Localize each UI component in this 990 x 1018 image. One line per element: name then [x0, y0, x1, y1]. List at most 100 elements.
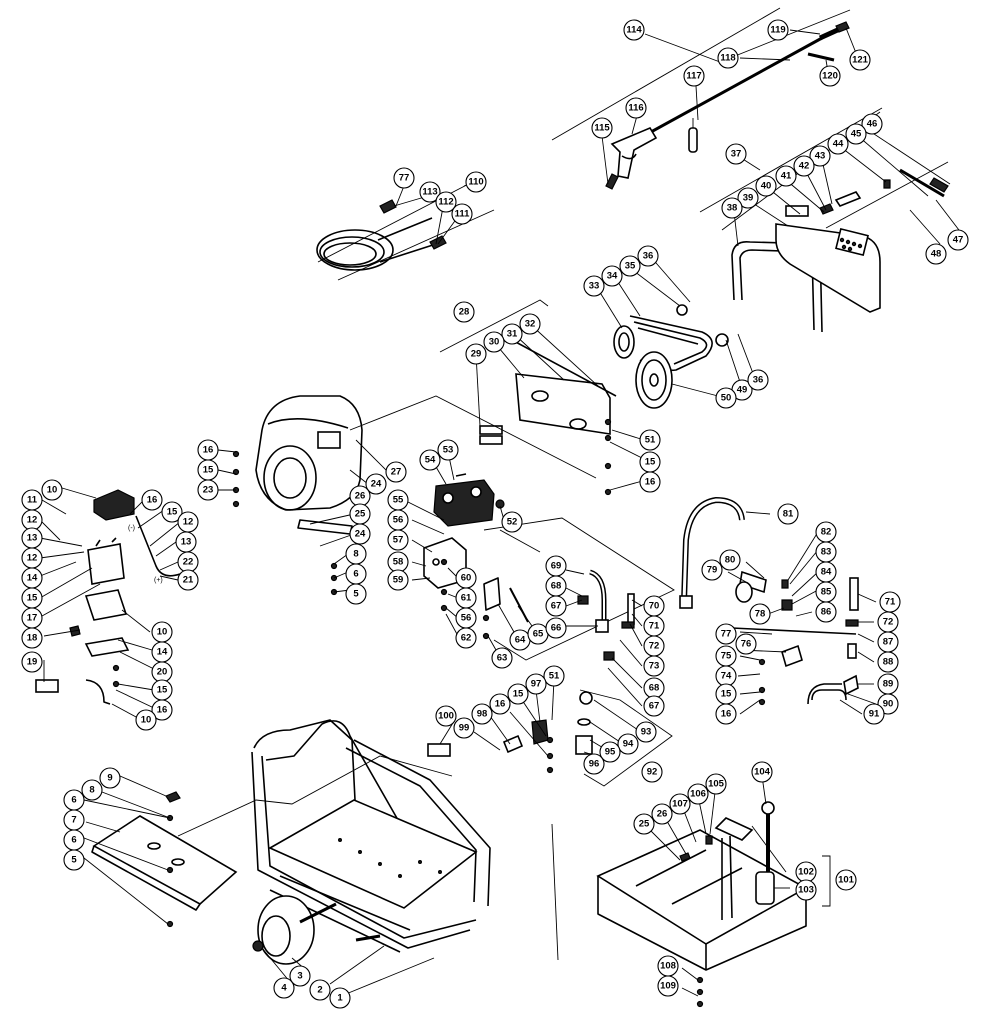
svg-text:57: 57: [393, 535, 404, 546]
battery-negative-mark: (-): [128, 525, 135, 532]
callout-15: 15: [639, 451, 661, 473]
callout-bubbles: 114 119 118 121 120 117 116 115 46 45 44…: [21, 19, 969, 1009]
callout-56: 56: [387, 509, 409, 531]
svg-text:80: 80: [725, 555, 736, 566]
callout-118: 118: [717, 47, 739, 69]
svg-text:61: 61: [461, 593, 472, 604]
battery-positive-mark: (+): [154, 577, 163, 584]
callout-95: 95: [599, 741, 621, 763]
callout-43: 43: [809, 145, 831, 167]
frame-assembly: [177, 719, 491, 965]
hose-assembly: [316, 175, 495, 281]
callout-91: 91: [863, 703, 885, 725]
svg-text:39: 39: [743, 193, 754, 204]
callout-16: 16: [639, 471, 661, 493]
svg-text:37: 37: [731, 149, 742, 160]
svg-text:63: 63: [497, 653, 508, 664]
callout-9: 9: [99, 767, 121, 789]
callout-77: 77: [393, 167, 415, 189]
svg-text:65: 65: [533, 629, 544, 640]
svg-text:9: 9: [107, 773, 112, 784]
callout-100: 100: [435, 705, 457, 727]
svg-text:120: 120: [822, 71, 838, 82]
regulator-assembly: [427, 689, 673, 787]
callout-83: 83: [815, 541, 837, 563]
callout-60: 60: [455, 567, 477, 589]
callout-58: 58: [387, 551, 409, 573]
svg-text:75: 75: [721, 651, 732, 662]
callout-77: 77: [715, 623, 737, 645]
callout-6: 6: [63, 829, 85, 851]
svg-text:14: 14: [157, 647, 168, 658]
callout-34: 34: [601, 265, 623, 287]
svg-text:25: 25: [355, 509, 366, 520]
svg-text:35: 35: [625, 261, 636, 272]
callout-73: 73: [643, 655, 665, 677]
svg-text:53: 53: [443, 445, 454, 456]
svg-text:13: 13: [27, 533, 38, 544]
callout-89: 89: [877, 673, 899, 695]
pump-assembly: [433, 473, 675, 661]
svg-text:22: 22: [183, 557, 194, 568]
callout-21: 21: [177, 569, 199, 591]
callout-12: 12: [177, 511, 199, 533]
svg-text:89: 89: [883, 679, 894, 690]
svg-text:97: 97: [531, 679, 542, 690]
svg-text:66: 66: [551, 623, 562, 634]
callout-63: 63: [491, 647, 513, 669]
svg-text:71: 71: [885, 597, 896, 608]
svg-text:31: 31: [507, 329, 518, 340]
callout-27: 27: [385, 461, 407, 483]
callout-61: 61: [455, 587, 477, 609]
engine: [255, 395, 597, 535]
svg-text:1: 1: [337, 993, 343, 1004]
svg-text:69: 69: [551, 561, 562, 572]
callout-107: 107: [669, 793, 691, 815]
svg-text:15: 15: [513, 689, 524, 700]
plumbing-assembly: [577, 497, 859, 705]
callout-71: 71: [879, 591, 901, 613]
svg-text:16: 16: [157, 705, 168, 716]
svg-text:32: 32: [525, 319, 536, 330]
svg-text:72: 72: [883, 617, 894, 628]
callout-96: 96: [583, 753, 605, 775]
base-plate: [91, 791, 238, 911]
svg-text:77: 77: [721, 629, 732, 640]
svg-text:54: 54: [425, 455, 436, 466]
callout-33: 33: [583, 275, 605, 297]
svg-text:11: 11: [27, 495, 38, 506]
callout-55: 55: [387, 489, 409, 511]
callout-67: 67: [545, 595, 567, 617]
callout-16: 16: [489, 693, 511, 715]
svg-text:111: 111: [455, 209, 471, 220]
svg-text:51: 51: [549, 671, 560, 682]
callout-108: 108: [657, 955, 679, 977]
callout-4: 4: [273, 977, 295, 999]
callout-7: 7: [63, 809, 85, 831]
callout-25: 25: [633, 813, 655, 835]
svg-text:60: 60: [461, 573, 472, 584]
svg-text:15: 15: [721, 689, 732, 700]
svg-text:46: 46: [867, 119, 878, 130]
svg-text:30: 30: [489, 337, 500, 348]
svg-text:99: 99: [459, 723, 470, 734]
svg-text:112: 112: [438, 197, 453, 208]
svg-text:92: 92: [647, 767, 658, 778]
callout-64: 64: [509, 629, 531, 651]
svg-text:15: 15: [157, 685, 168, 696]
callout-105: 105: [705, 773, 727, 795]
callout-56: 56: [455, 607, 477, 629]
svg-text:72: 72: [649, 641, 660, 652]
svg-text:12: 12: [27, 553, 38, 564]
callout-78: 78: [749, 603, 771, 625]
callout-16: 16: [141, 489, 163, 511]
svg-text:121: 121: [852, 55, 869, 66]
callout-13: 13: [175, 531, 197, 553]
callout-39: 39: [737, 187, 759, 209]
callout-92: 92: [641, 761, 663, 783]
callout-36: 36: [747, 369, 769, 391]
callout-104: 104: [751, 761, 773, 783]
callout-15: 15: [715, 683, 737, 705]
svg-text:38: 38: [727, 203, 738, 214]
svg-text:104: 104: [754, 767, 771, 778]
